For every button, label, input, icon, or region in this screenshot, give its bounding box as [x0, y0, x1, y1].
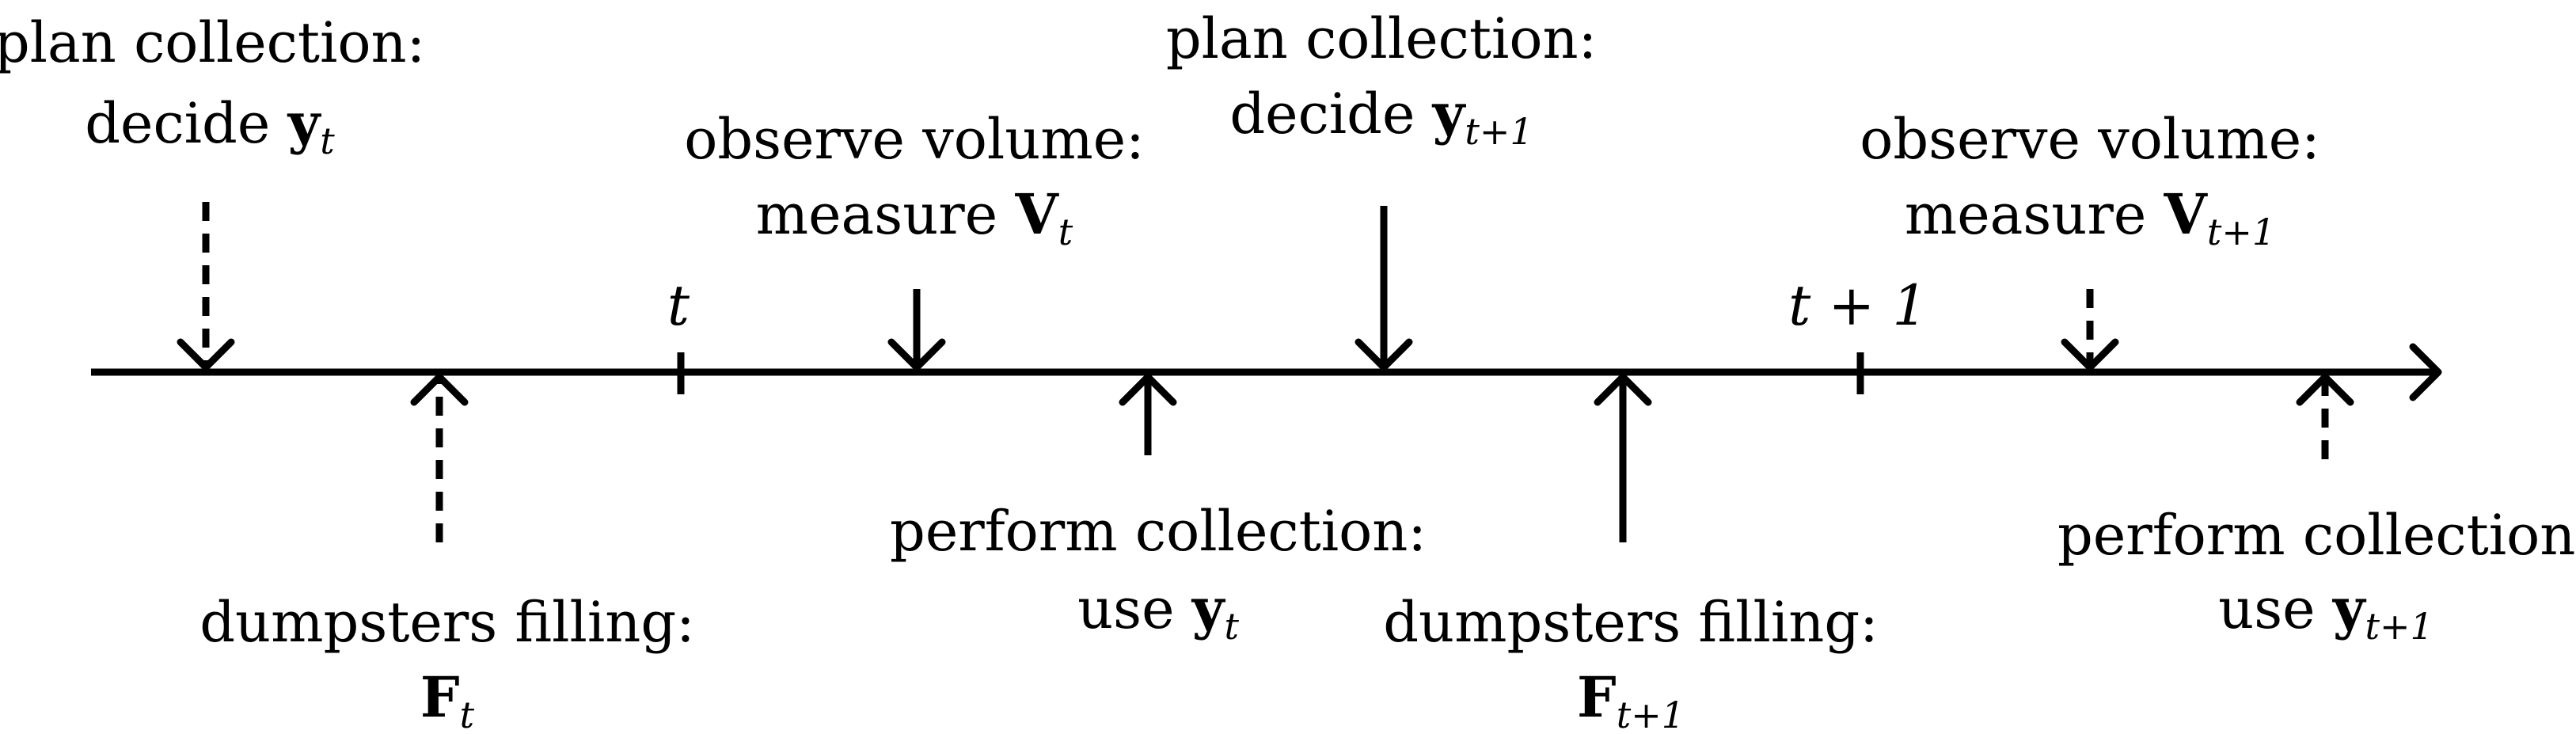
svg-text:Ft: Ft	[420, 664, 475, 734]
label-observe-volume-t1: observe volume: measure Vt+1	[1860, 107, 2320, 253]
svg-text:observe volume:: observe volume:	[684, 107, 1145, 172]
svg-text:decide yt+1: decide yt+1	[1229, 81, 1533, 153]
label-plan-collection-t: plan collection: decide yt	[0, 10, 425, 162]
svg-text:use yt: use yt	[1077, 576, 1239, 648]
observe-volume-arrow-t	[887, 289, 946, 371]
tick-label-t: t	[667, 273, 690, 338]
label-perform-collection-t1: perform collection: use yt+1	[2057, 503, 2576, 648]
svg-text:decide yt: decide yt	[85, 90, 335, 162]
label-dumpsters-filling-t1: dumpsters filling: Ft+1	[1383, 590, 1879, 734]
svg-text:plan collection:: plan collection:	[0, 10, 425, 75]
svg-text:plan collection:: plan collection:	[1166, 6, 1597, 71]
svg-text:observe volume:: observe volume:	[1860, 107, 2320, 172]
svg-text:dumpsters filling:: dumpsters filling:	[1383, 590, 1879, 655]
svg-text:use yt+1: use yt+1	[2218, 576, 2434, 648]
perform-collection-arrow-t1	[2296, 373, 2354, 459]
svg-text:measure Vt+1: measure Vt+1	[1905, 181, 2275, 253]
time-axis-arrowhead	[2409, 343, 2442, 401]
dumpsters-filling-arrow-t	[410, 373, 469, 542]
svg-text:perform collection:: perform collection:	[2057, 503, 2576, 568]
tick-label-t-plus-1: t + 1	[1788, 273, 1928, 338]
label-plan-collection-t1: plan collection: decide yt+1	[1166, 6, 1597, 153]
perform-collection-arrow-t	[1119, 373, 1177, 455]
label-dumpsters-filling-t: dumpsters filling: Ft	[199, 590, 695, 734]
plan-collection-arrow-t	[177, 202, 235, 371]
label-perform-collection-t: perform collection: use yt	[890, 499, 1427, 648]
svg-text:Ft+1: Ft+1	[1577, 664, 1685, 734]
plan-collection-arrow-t1	[1354, 206, 1413, 371]
observe-volume-arrow-t1	[2061, 289, 2119, 371]
svg-text:perform collection:: perform collection:	[890, 499, 1427, 564]
svg-text:measure Vt: measure Vt	[756, 181, 1073, 253]
dumpsters-filling-arrow-t1	[1594, 373, 1652, 542]
label-observe-volume-t: observe volume: measure Vt	[684, 107, 1145, 253]
svg-text:dumpsters filling:: dumpsters filling:	[199, 590, 695, 655]
